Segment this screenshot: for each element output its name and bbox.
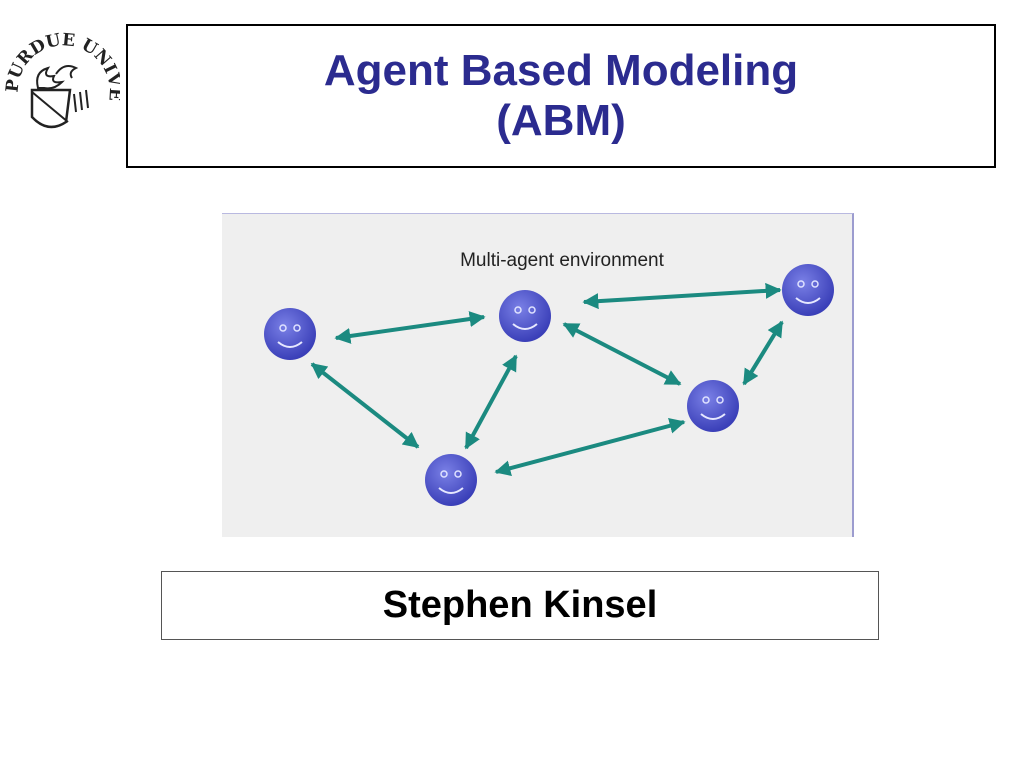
- agent-3: [782, 264, 834, 316]
- agent-4: [687, 380, 739, 432]
- purdue-seal-logo: PURDUE UNIVERSITY: [0, 7, 125, 140]
- link-2-4: [562, 322, 682, 386]
- author-name: Stephen Kinsel: [382, 584, 658, 626]
- link-2-5: [464, 354, 518, 450]
- agent-1: [264, 308, 316, 360]
- title-line-2: (ABM): [496, 96, 626, 145]
- purdue-seal-icon: PURDUE UNIVERSITY: [0, 7, 125, 129]
- link-1-2: [334, 311, 486, 344]
- agent-2: [499, 290, 551, 342]
- link-1-5: [310, 362, 420, 449]
- link-3-4: [742, 320, 784, 386]
- diagram-canvas: Multi-agent environment: [264, 250, 834, 506]
- agent-5: [425, 454, 477, 506]
- diagram-caption: Multi-agent environment: [460, 250, 665, 271]
- multi-agent-diagram: Multi-agent environment: [222, 213, 854, 537]
- title-box: Agent Based Modeling (ABM): [126, 24, 996, 168]
- author-box: Stephen Kinsel: [161, 571, 879, 640]
- link-4-5: [494, 417, 686, 477]
- title-line-1: Agent Based Modeling: [323, 46, 799, 95]
- link-2-3: [582, 282, 782, 310]
